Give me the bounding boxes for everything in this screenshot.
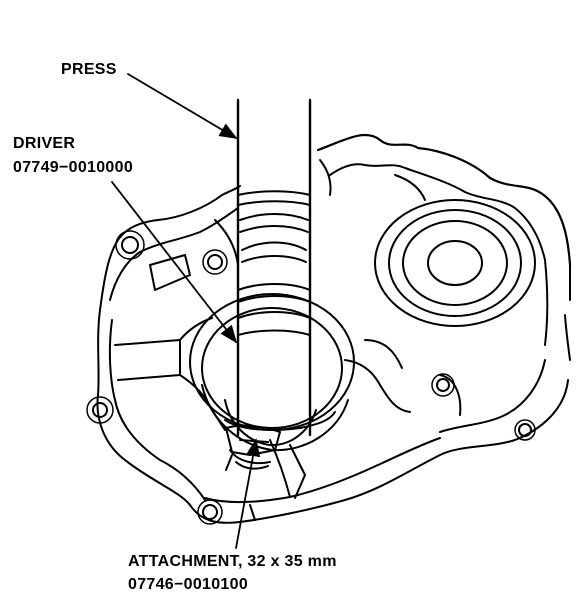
driver-leader: [111, 181, 238, 344]
attachment-tool: [225, 424, 281, 471]
press-label: PRESS: [61, 61, 117, 78]
press-leader: [127, 73, 238, 139]
driver-shaft: [224, 98, 336, 437]
driver-part-number: 07749−0010000: [13, 159, 134, 176]
bearing-bore-concentric: [374, 199, 536, 327]
bolt-bosses: [86, 230, 536, 525]
attachment-part-number: 07746−0010100: [128, 576, 249, 593]
case-housing-outline: [96, 133, 572, 524]
seal-bore: [189, 293, 355, 452]
attachment-leader: [235, 438, 261, 549]
driver-name-label: DRIVER: [13, 135, 76, 152]
attachment-name-label: ATTACHMENT, 32 x 35 mm: [128, 553, 337, 570]
